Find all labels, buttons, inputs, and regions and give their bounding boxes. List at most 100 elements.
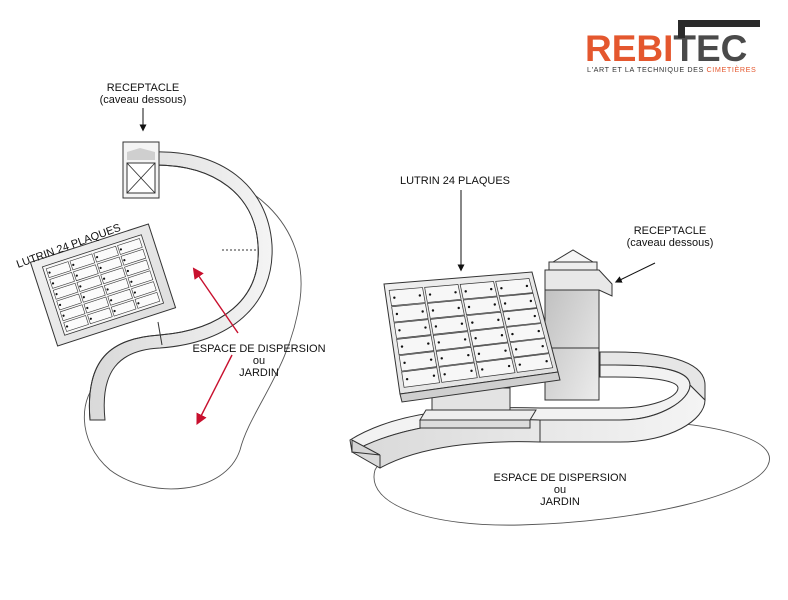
persp-dispersion-line3: JARDIN (540, 496, 580, 508)
plan-plaque (107, 288, 133, 306)
persp-lutrin-panel (383, 271, 561, 403)
persp-plaque (509, 338, 550, 358)
persp-plaque-bolt (497, 318, 500, 322)
plan-plaque-bolt (95, 256, 99, 259)
persp-plaque (466, 311, 505, 331)
persp-plaque (401, 367, 440, 388)
persp-plaque (506, 323, 546, 343)
plan-wall-joint (157, 321, 163, 346)
plan-plaque (56, 293, 82, 311)
persp-plaque-bolt (424, 326, 427, 329)
persp-plaque-bolt (493, 303, 496, 306)
persp-plaque (435, 346, 475, 367)
persp-plaque (398, 351, 438, 372)
persp-plaque-bolt (440, 357, 443, 360)
persp-plaque-bolt (454, 291, 457, 294)
persp-plaque (432, 331, 472, 351)
plan-plaque-bolt (106, 288, 109, 291)
persp-plaque-bolt (470, 369, 473, 373)
persp-plaque-bolt (507, 317, 510, 320)
plan-dispersion-line2: ou (253, 355, 265, 367)
plan-plaque-bolt (58, 303, 62, 307)
persp-plaque-bolt (477, 352, 481, 356)
plan-plaque-bolt (72, 263, 75, 266)
persp-plaque (513, 353, 554, 373)
logo-word: REBITEC (585, 28, 747, 69)
plan-plaque-bolt (62, 314, 65, 317)
plan-plaque (52, 282, 79, 300)
plan-plaque (124, 259, 150, 277)
persp-plaque (438, 362, 478, 383)
persp-plaque (469, 327, 509, 347)
plan-dispersion-outline (83, 164, 302, 490)
persp-plaque-bolt (405, 377, 409, 381)
persp-plaque-bolt (481, 368, 484, 371)
persp-plaque-bolt (511, 332, 514, 336)
persp-plaque-bolt (464, 290, 467, 293)
persp-receptacle-subtitle: (caveau dessous) (627, 237, 714, 249)
plan-plaque (100, 267, 126, 285)
plan-plaque (110, 299, 137, 317)
logo-t-bar (678, 20, 760, 27)
plan-plaque (103, 278, 130, 295)
plan-plaque (87, 307, 113, 325)
plan-plaque-bolt (48, 271, 51, 274)
plan-plaque (69, 253, 96, 271)
plan-plaque-bolt (86, 306, 89, 310)
persp-plaque-bolt (529, 299, 533, 303)
persp-plaque-bolt (471, 321, 474, 324)
plan-plaque (73, 264, 99, 282)
persp-receptacle-arrow (614, 262, 656, 283)
plan-lutrin-panel (29, 223, 177, 347)
logo-word-part1: REBI (585, 28, 673, 69)
persp-plaque (498, 293, 538, 312)
persp-plaque (495, 278, 534, 297)
persp-plaque-bolt (500, 334, 504, 337)
plan-plaque-bolt (130, 280, 133, 283)
persp-receptacle-pillar (544, 249, 613, 401)
plan-plaque (93, 245, 119, 263)
persp-plaque-bolt (541, 344, 544, 348)
persp-plaque (463, 296, 501, 316)
persp-plaque-bolt (393, 296, 396, 299)
persp-plaque (459, 281, 498, 300)
persp-plaque-bolt (427, 342, 430, 345)
plan-wall-inner-edge (88, 164, 259, 421)
logo-tagline-part1: L'ART ET LA TECHNIQUE DES (587, 65, 707, 74)
persp-plaque (502, 308, 542, 327)
persp-plaque-bolt (545, 359, 548, 363)
plan-plaque-bolt (103, 277, 106, 280)
plan-plaque (96, 256, 123, 274)
persp-plaque-bolt (398, 329, 401, 332)
persp-plaque-bolt (431, 309, 435, 312)
plan-plaque-bolt (99, 266, 102, 270)
plan-receptacle-subtitle: (caveau dessous) (100, 94, 187, 106)
persp-plaque (391, 303, 429, 323)
persp-plaque-bolt (460, 322, 464, 325)
logo-tagline: L'ART ET LA TECHNIQUE DES CIMETIÈRES (587, 65, 756, 74)
persp-plaque (472, 342, 512, 363)
persp-plaque (430, 315, 468, 335)
persp-plaque-bolt (504, 349, 507, 352)
plan-plaque (63, 315, 89, 332)
persp-lutrin-label: LUTRIN 24 PLAQUES (400, 175, 510, 187)
persp-plaque-bolt (514, 348, 518, 351)
persp-plaque-bolt (434, 325, 438, 328)
plan-plaque (134, 291, 161, 309)
plan-plaque (127, 270, 154, 288)
persp-plaque-bolt (421, 310, 424, 313)
plan-dispersion-line3: JARDIN (239, 367, 279, 379)
persp-lutrin-base (419, 387, 537, 429)
persp-plaque-bolt (518, 363, 522, 366)
plan-plaque-bolt (126, 269, 129, 273)
plan-plaque (49, 272, 75, 289)
plan-plaque (117, 238, 143, 255)
plan-plaque (83, 296, 110, 314)
logo-word-part2: TEC (673, 28, 747, 69)
persp-plaque (393, 319, 432, 339)
persp-plaque-bolt (537, 329, 540, 333)
plan-plaque-bolt (51, 282, 55, 285)
plan-plaque-bolt (113, 309, 116, 313)
persp-plaque (476, 357, 516, 378)
plan-plaque-bolt (137, 302, 140, 305)
